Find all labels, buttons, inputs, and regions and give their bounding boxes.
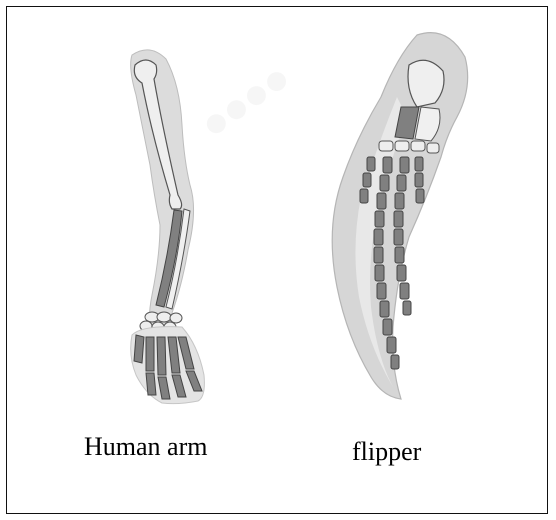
caption-flipper: flipper — [352, 437, 421, 467]
flipper-digit-4 — [415, 157, 424, 203]
flipper-illustration — [297, 27, 497, 407]
human-arm-illustration — [102, 45, 232, 410]
figure-frame: •••• — [6, 6, 548, 514]
caption-human-arm: Human arm — [84, 432, 207, 462]
